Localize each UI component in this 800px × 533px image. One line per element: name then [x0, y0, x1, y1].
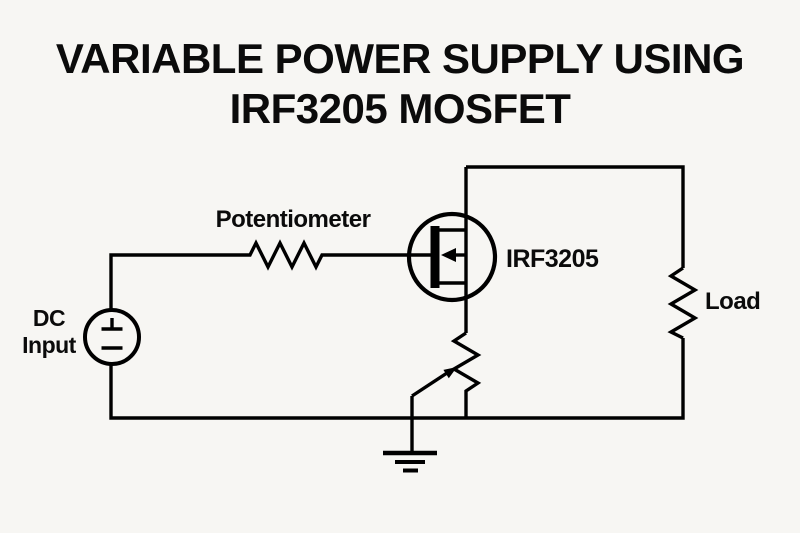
potentiometer-label: Potentiometer — [216, 206, 371, 233]
mosfet-body-circle — [406, 211, 498, 303]
page-title: VARIABLE POWER SUPPLY USING IRF3205 MOSF… — [0, 34, 800, 134]
variable-resistor-symbol — [450, 331, 482, 418]
mosfet-symbol — [406, 211, 498, 303]
mosfet-gate-bar — [430, 226, 440, 288]
gate-wire — [109, 239, 434, 311]
ground-symbol — [383, 450, 437, 473]
title-line-1: VARIABLE POWER SUPPLY USING — [55, 35, 745, 82]
load-resistor-symbol — [667, 266, 699, 340]
top-rail-wire — [466, 165, 685, 268]
mosfet-body-arrowhead — [441, 248, 456, 262]
title-line-2: IRF3205 MOSFET — [229, 85, 571, 132]
bottom-rail-wire — [109, 338, 685, 420]
wiper-arrowhead — [443, 367, 457, 379]
dc-source-circle — [83, 308, 141, 366]
wiper-arrow-shaft — [411, 371, 448, 398]
load-label: Load — [705, 288, 760, 315]
mosfet-label: IRF3205 — [506, 245, 599, 273]
dc-input-label-line1: DC — [33, 305, 65, 331]
dc-source-symbol — [83, 308, 141, 366]
dc-input-label-line2: Input — [22, 332, 77, 358]
wires — [109, 165, 699, 452]
